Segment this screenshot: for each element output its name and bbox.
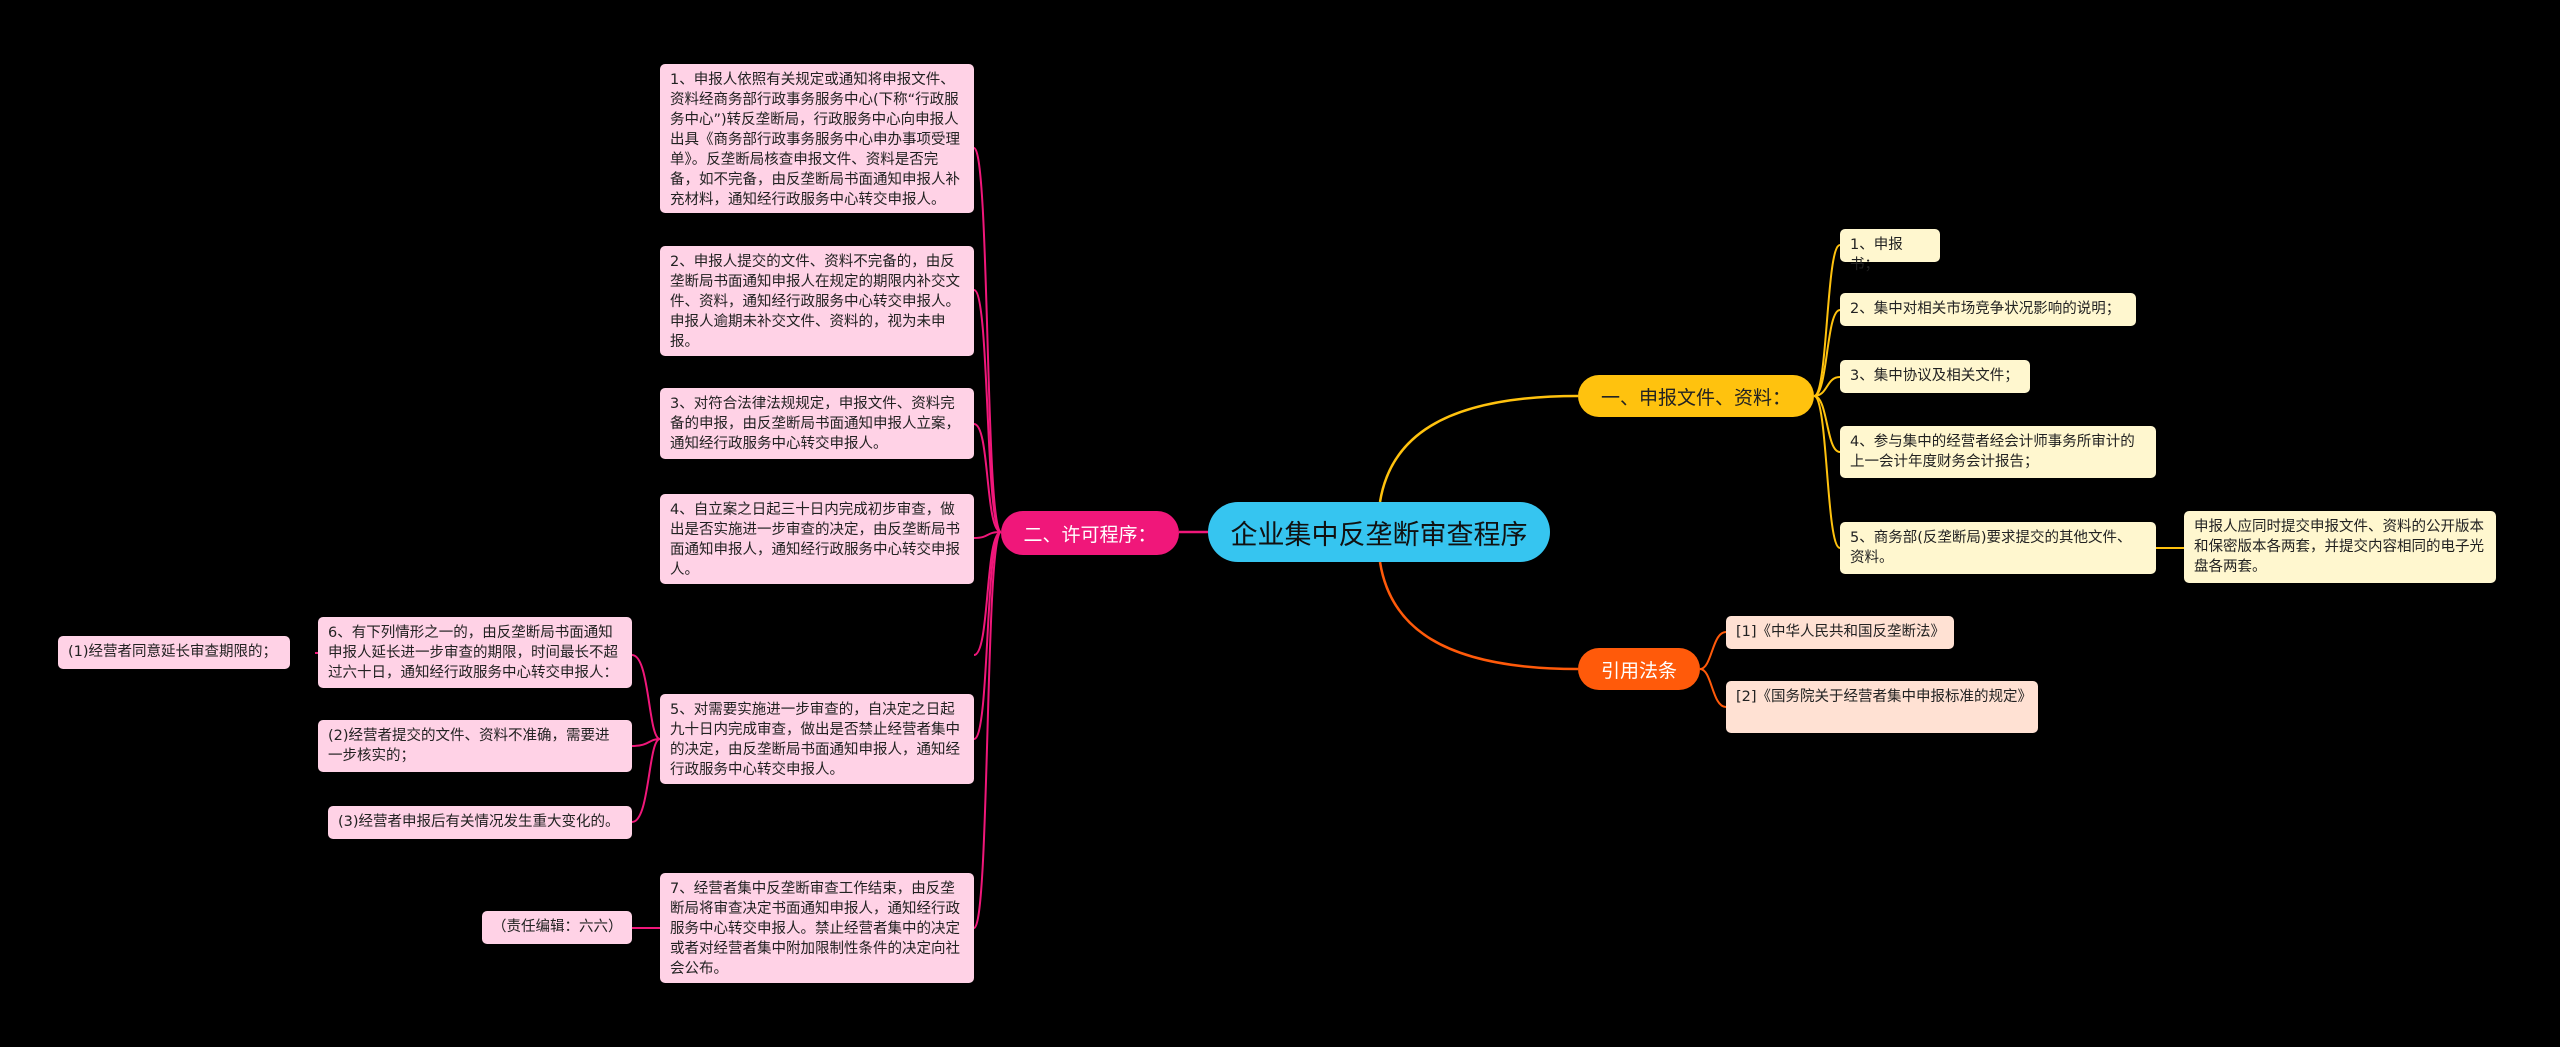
law-item-1[interactable]: [1]《中华人民共和国反垄断法》 bbox=[1726, 616, 1954, 649]
step-6-item-1-text: (1)经营者同意延长审查期限的； bbox=[68, 644, 278, 660]
doc-item-5-note-text: 申报人应同时提交申报文件、资料的公开版本和保密版本各两套，并提交内容相同的电子光… bbox=[2194, 519, 2484, 575]
root-topic-label: 企业集中反垄断审查程序 bbox=[1230, 519, 1528, 551]
step-6-node[interactable]: 6、有下列情形之一的，由反垄断局书面通知申报人延长进一步审查的期限，时间最长不超… bbox=[318, 617, 632, 688]
branch-application-documents[interactable]: 一、申报文件、资料： bbox=[1578, 375, 1814, 417]
step-6-item-2-text: (2)经营者提交的文件、资料不准确，需要进一步核实的； bbox=[328, 728, 610, 764]
step-4-text: 4、自立案之日起三十日内完成初步审查，做出是否实施进一步审查的决定，由反垄断局书… bbox=[670, 502, 960, 578]
step-6-item-3[interactable]: (3)经营者申报后有关情况发生重大变化的。 bbox=[328, 806, 632, 839]
doc-item-5[interactable]: 5、商务部(反垄断局)要求提交的其他文件、资料。 bbox=[1840, 522, 2156, 574]
doc-item-3-text: 3、集中协议及相关文件； bbox=[1850, 368, 2019, 384]
step-6-item-1[interactable]: (1)经营者同意延长审查期限的； bbox=[58, 636, 290, 669]
step-6-item-2[interactable]: (2)经营者提交的文件、资料不准确，需要进一步核实的； bbox=[318, 720, 632, 772]
step-3-node[interactable]: 3、对符合法律法规规定，申报文件、资料完备的申报，由反垄断局书面通知申报人立案，… bbox=[660, 388, 974, 459]
step-1-text: 1、申报人依照有关规定或通知将申报文件、资料经商务部行政事务服务中心(下称“行政… bbox=[670, 72, 960, 208]
branch-application-documents-label: 一、申报文件、资料： bbox=[1600, 386, 1791, 409]
editor-note-text: （责任编辑：六六） bbox=[492, 919, 623, 935]
law-item-1-text: [1]《中华人民共和国反垄断法》 bbox=[1736, 624, 1946, 640]
law-item-2[interactable]: [2]《国务院关于经营者集中申报标准的规定》 bbox=[1726, 681, 2038, 733]
link-root-right1 bbox=[1378, 394, 1579, 503]
links-right1-items bbox=[1813, 244, 2184, 549]
editor-note[interactable]: （责任编辑：六六） bbox=[482, 911, 632, 944]
links-right2-items bbox=[1699, 631, 1727, 708]
step-2-text: 2、申报人提交的文件、资料不完备的，由反垄断局书面通知申报人在规定的期限内补交文… bbox=[670, 254, 960, 350]
step-2-node[interactable]: 2、申报人提交的文件、资料不完备的，由反垄断局书面通知申报人在规定的期限内补交文… bbox=[660, 246, 974, 356]
doc-item-3[interactable]: 3、集中协议及相关文件； bbox=[1840, 360, 2030, 393]
root-topic[interactable]: 企业集中反垄断审查程序 bbox=[1208, 502, 1550, 562]
doc-item-2[interactable]: 2、集中对相关市场竞争状况影响的说明； bbox=[1840, 293, 2136, 326]
branch-cited-laws[interactable]: 引用法条 bbox=[1578, 648, 1700, 690]
law-item-2-text: [2]《国务院关于经营者集中申报标准的规定》 bbox=[1736, 689, 2033, 705]
doc-item-5-note[interactable]: 申报人应同时提交申报文件、资料的公开版本和保密版本各两套，并提交内容相同的电子光… bbox=[2184, 511, 2496, 583]
links-left-steps bbox=[973, 147, 1002, 929]
step-1-node[interactable]: 1、申报人依照有关规定或通知将申报文件、资料经商务部行政事务服务中心(下称“行政… bbox=[660, 64, 974, 213]
step-6-text: 6、有下列情形之一的，由反垄断局书面通知申报人延长进一步审查的期限，时间最长不超… bbox=[328, 625, 618, 681]
branch-license-procedure-label: 二、许可程序： bbox=[1023, 523, 1157, 546]
step-6-item-3-text: (3)经营者申报后有关情况发生重大变化的。 bbox=[338, 814, 620, 830]
doc-item-1[interactable]: 1、申报书； bbox=[1840, 229, 1940, 273]
step-4-node[interactable]: 4、自立案之日起三十日内完成初步审查，做出是否实施进一步审查的决定，由反垄断局书… bbox=[660, 494, 974, 584]
step-3-text: 3、对符合法律法规规定，申报文件、资料完备的申报，由反垄断局书面通知申报人立案，… bbox=[670, 396, 960, 452]
doc-item-5-text: 5、商务部(反垄断局)要求提交的其他文件、资料。 bbox=[1850, 530, 2132, 566]
doc-item-4-text: 4、参与集中的经营者经会计师事务所审计的上一会计年度财务会计报告； bbox=[1850, 434, 2135, 470]
branch-license-procedure[interactable]: 二、许可程序： bbox=[1001, 511, 1179, 555]
step-5-text: 5、对需要实施进一步审查的，自决定之日起九十日内完成审查，做出是否禁止经营者集中… bbox=[670, 702, 960, 778]
links-left-sub bbox=[314, 652, 661, 929]
doc-item-2-text: 2、集中对相关市场竞争状况影响的说明； bbox=[1850, 301, 2121, 317]
step-7-node[interactable]: 7、经营者集中反垄断审查工作结束，由反垄断局将审查决定书面通知申报人，通知经行政… bbox=[660, 873, 974, 983]
step-5-node[interactable]: 5、对需要实施进一步审查的，自决定之日起九十日内完成审查，做出是否禁止经营者集中… bbox=[660, 694, 974, 784]
branch-cited-laws-label: 引用法条 bbox=[1600, 659, 1677, 682]
link-root-right2 bbox=[1378, 561, 1579, 671]
doc-item-1-text: 1、申报书； bbox=[1850, 237, 1903, 273]
step-7-text: 7、经营者集中反垄断审查工作结束，由反垄断局将审查决定书面通知申报人，通知经行政… bbox=[670, 881, 960, 977]
doc-item-4[interactable]: 4、参与集中的经营者经会计师事务所审计的上一会计年度财务会计报告； bbox=[1840, 426, 2156, 478]
